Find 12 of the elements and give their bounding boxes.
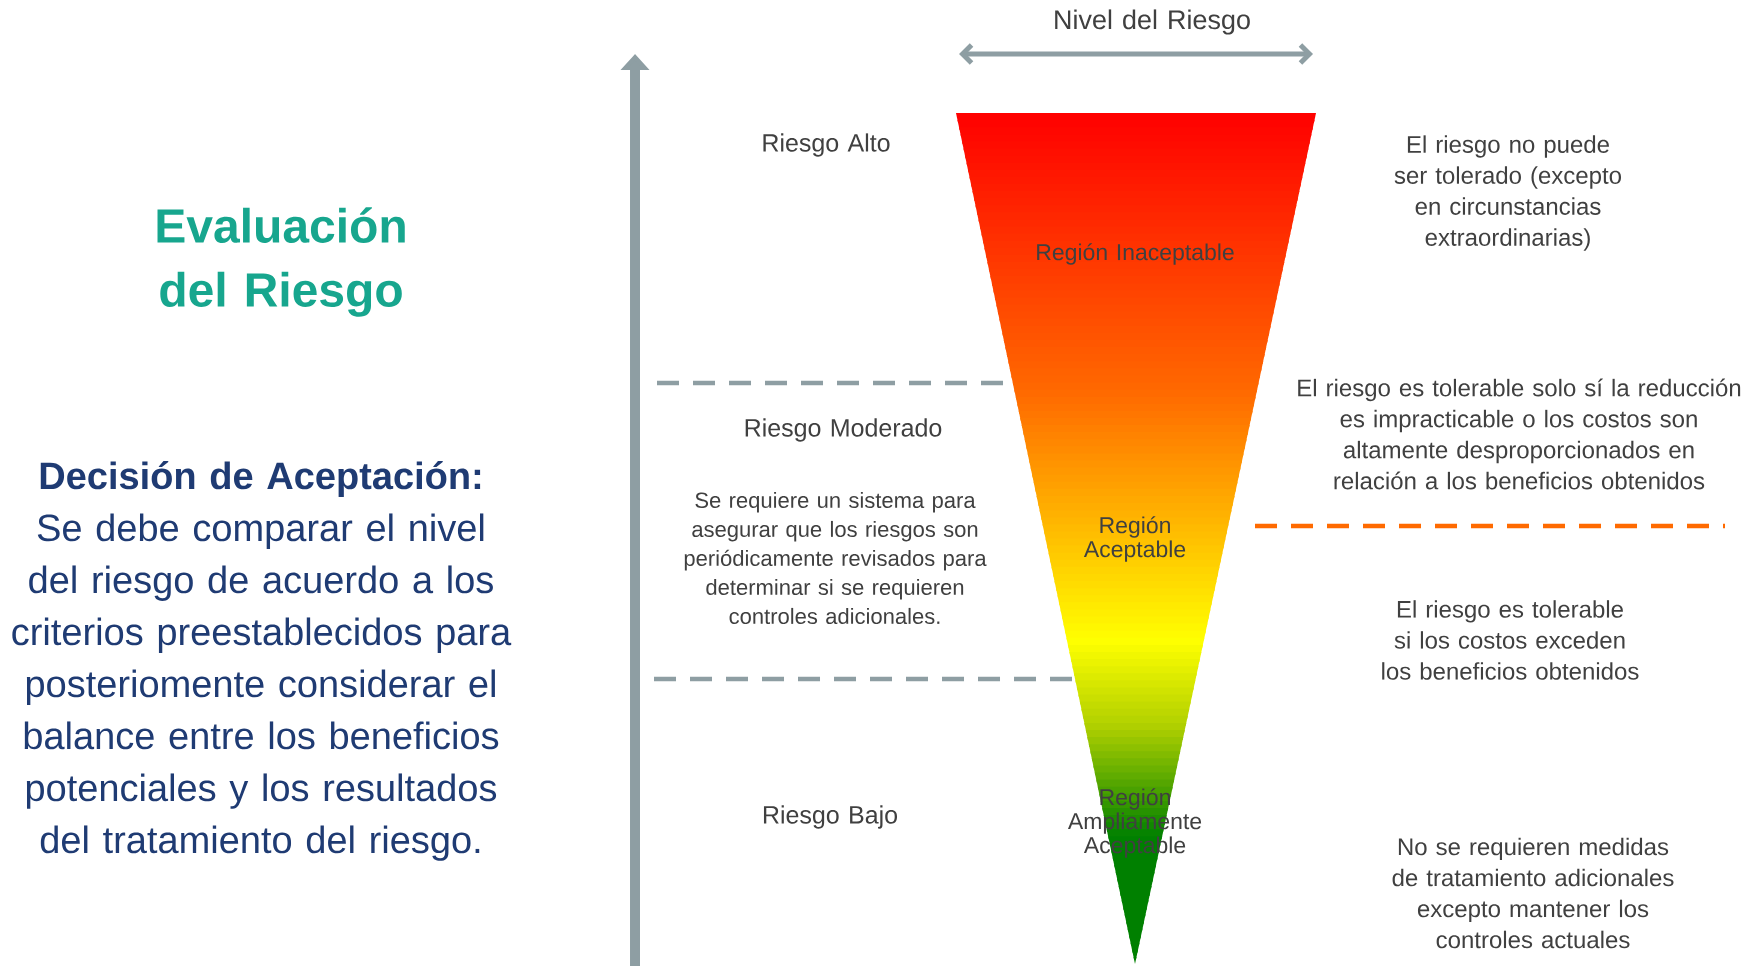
label-text: Nivel del Riesgo	[1055, 9, 1250, 35]
label-text: El riesgo es tolerable si los costos exceden los beneficios obtenidos	[1382, 600, 1639, 680]
label-text: Riesgo Bajo	[763, 805, 897, 829]
label-text: No se requieren medidas de tratamiento adicionales excepto mantener los controles actuales	[1392, 837, 1674, 949]
label-text: El riesgo es tolerable solo sí la reducción es impracticable o los costos son altamente desproporcionados en relación a los beneficios obtenidos	[1298, 378, 1741, 490]
label-text: Riesgo Alto	[763, 133, 890, 157]
label-text: Se requiere un sistema para asegurar que los riesgos son periódicamente revisados para determinar si se requieren controles adicionales.	[684, 491, 987, 625]
paragraph: Decisión de Aceptación: Se debe comparar el nivel del riesgo de acuerdo a los criterios preestablecidos para posteriomente considerar el balance entre los beneficios potenciales y los resultados del tratamiento del riesgo.	[12, 461, 512, 861]
region-label: Región Inaceptable	[1037, 243, 1234, 265]
region-label: Región Aceptable	[1083, 516, 1186, 562]
title: Evaluación del Riesgo	[157, 207, 405, 317]
label-text: El riesgo no puede ser tolerado (excepto en circunstancias extraordinarias)	[1394, 135, 1621, 251]
